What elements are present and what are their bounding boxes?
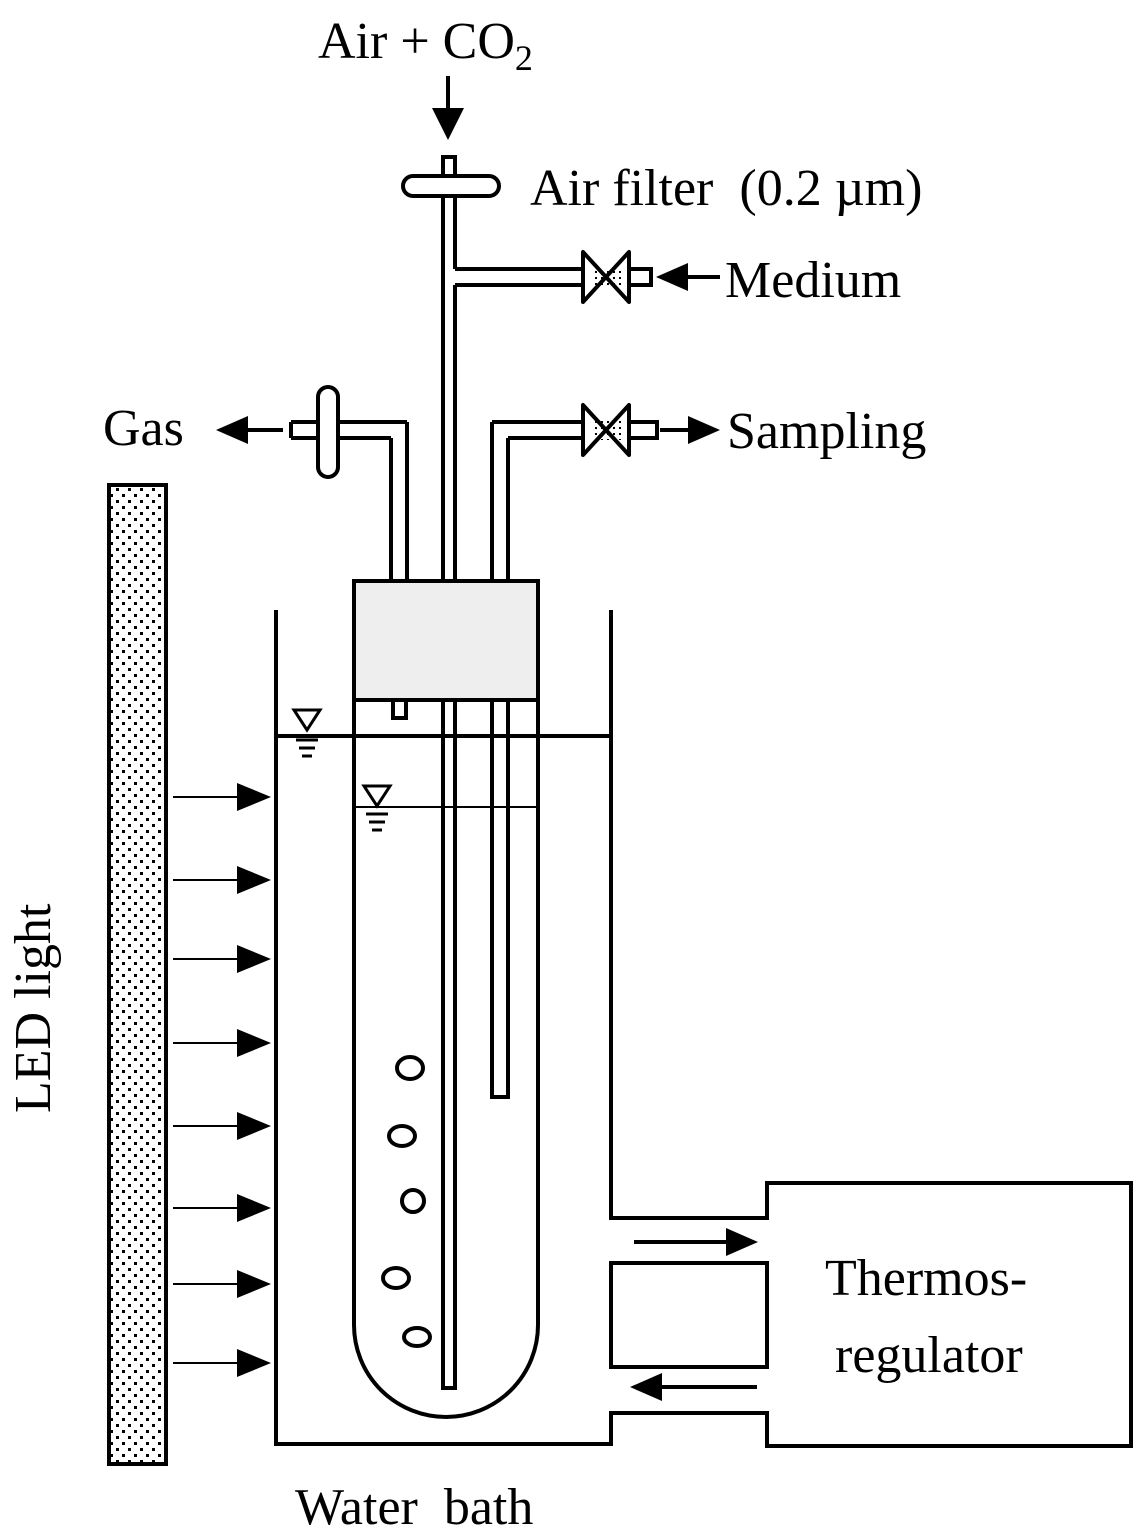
- thermoregulator-channel: [609, 1261, 769, 1369]
- water-bath-label: Water bath: [295, 1479, 533, 1534]
- water-bath-level-symbol: [291, 708, 323, 758]
- medium-valve: [581, 250, 653, 304]
- air-bubbles: [381, 1055, 432, 1348]
- gas-tube: [289, 420, 409, 581]
- inlet-arrow: [432, 76, 464, 140]
- sampling-valve: [581, 403, 659, 457]
- light-arrows: [173, 783, 271, 1377]
- light-arrow: [173, 1029, 271, 1057]
- stopper: [352, 579, 540, 702]
- light-arrow: [173, 1194, 271, 1222]
- air-filter: [401, 155, 501, 198]
- light-arrow: [173, 783, 271, 811]
- medium-line: [455, 267, 583, 287]
- gas-filter: [316, 385, 340, 479]
- light-arrow: [173, 1270, 271, 1298]
- light-arrow: [173, 866, 271, 894]
- culture-level-symbol: [361, 784, 393, 832]
- light-arrow: [173, 945, 271, 973]
- sampling-tube: [490, 420, 583, 1099]
- medium-arrow: [656, 263, 720, 291]
- gas-outlet-stub: [391, 698, 408, 720]
- culture-vessel: [352, 700, 540, 1419]
- gas-label: Gas: [103, 400, 184, 457]
- air-inlet-tube: [441, 196, 457, 1390]
- thermoregulator-label-line1: Thermos-: [825, 1250, 1027, 1307]
- sampling-label: Sampling: [727, 403, 926, 460]
- medium-label: Medium: [725, 252, 901, 309]
- flow-arrow-in: [630, 1373, 757, 1401]
- air-filter-label: Air filter (0.2 µm): [530, 160, 922, 217]
- sampling-arrow: [660, 416, 720, 444]
- water-bath: [274, 610, 1133, 1448]
- led-light-panel: [107, 483, 168, 1466]
- inlet-gas-label: Air + CO2: [318, 13, 533, 78]
- led-light-label: LED light: [5, 903, 62, 1113]
- flow-arrow-out: [634, 1228, 758, 1256]
- light-arrow: [173, 1349, 271, 1377]
- thermoregulator-label-line2: regulator: [835, 1327, 1023, 1384]
- light-arrow: [173, 1112, 271, 1140]
- gas-arrow: [216, 416, 283, 444]
